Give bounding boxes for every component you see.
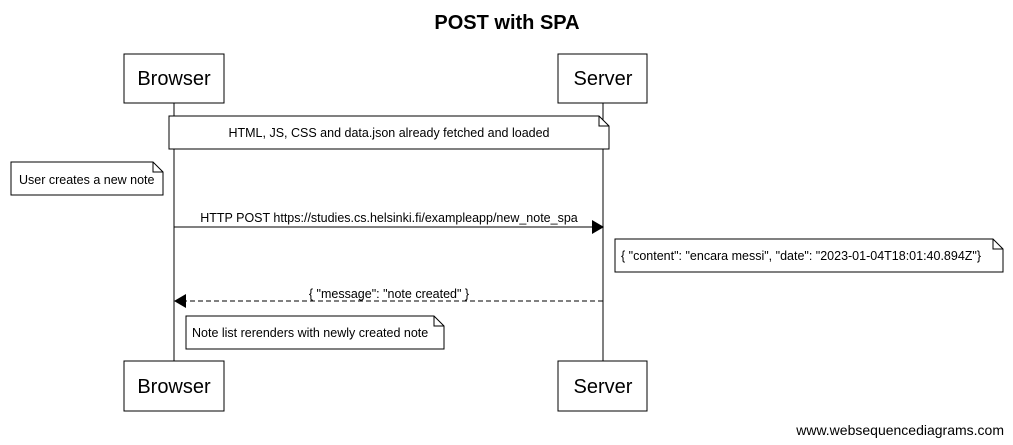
note-preloaded-text: HTML, JS, CSS and data.json already fetc…	[228, 126, 549, 140]
note-rerender-text: Note list rerenders with newly created n…	[192, 326, 428, 340]
note-user-action-text: User creates a new note	[19, 173, 155, 187]
note-user-action: User creates a new note	[10, 161, 164, 196]
server-actor-bottom-label: Server	[574, 376, 633, 398]
note-payload-text: { "content": "encara messi", "date": "20…	[621, 249, 981, 263]
message-response: { "message": "note created" }	[174, 287, 603, 308]
footer-watermark: www.websequencediagrams.com	[795, 422, 1004, 438]
server-actor-bottom: Server	[557, 360, 648, 412]
note-rerender: Note list rerenders with newly created n…	[185, 315, 445, 350]
note-preloaded: HTML, JS, CSS and data.json already fetc…	[168, 115, 610, 150]
server-actor-top-label: Server	[574, 68, 633, 90]
message-post-request-label: HTTP POST https://studies.cs.helsinki.fi…	[200, 211, 578, 225]
browser-actor-top-label: Browser	[137, 68, 211, 90]
browser-actor-bottom-label: Browser	[137, 376, 211, 398]
server-actor-top: Server	[557, 53, 648, 104]
diagram-title: POST with SPA	[434, 12, 579, 34]
browser-actor-top: Browser	[123, 53, 225, 104]
browser-actor-bottom: Browser	[123, 360, 225, 412]
note-payload: { "content": "encara messi", "date": "20…	[614, 238, 1004, 273]
message-post-request: HTTP POST https://studies.cs.helsinki.fi…	[174, 211, 604, 234]
message-response-label: { "message": "note created" }	[309, 287, 469, 301]
